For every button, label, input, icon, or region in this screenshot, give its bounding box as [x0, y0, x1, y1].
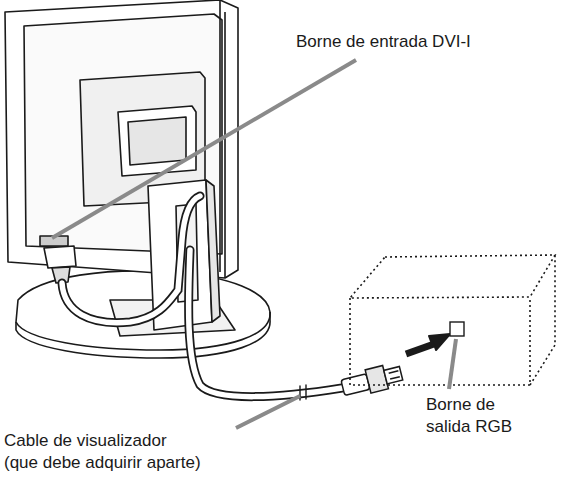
rgb-port	[450, 322, 464, 336]
cable-ferrite	[300, 385, 306, 400]
display-cable-core	[62, 196, 200, 323]
stand-base	[16, 271, 270, 350]
part-label: Borne de entrada DVI-I	[296, 31, 473, 53]
leader-line	[52, 60, 356, 238]
display-cable-core	[189, 250, 342, 397]
stand-column-side	[206, 180, 220, 322]
part-label: Cable de visualizador (que debe adquirir…	[4, 430, 203, 474]
leader-line	[449, 339, 456, 389]
dvi-plug	[44, 246, 76, 268]
hinge-block	[118, 106, 196, 176]
part-label: Borne de salida RGB	[426, 394, 514, 438]
vga-plug	[340, 362, 404, 400]
display-cable	[189, 250, 342, 397]
insert-arrow-shaft	[406, 344, 434, 354]
display-cable	[62, 196, 200, 323]
hinge-face	[128, 117, 186, 165]
leader-line	[236, 396, 300, 428]
